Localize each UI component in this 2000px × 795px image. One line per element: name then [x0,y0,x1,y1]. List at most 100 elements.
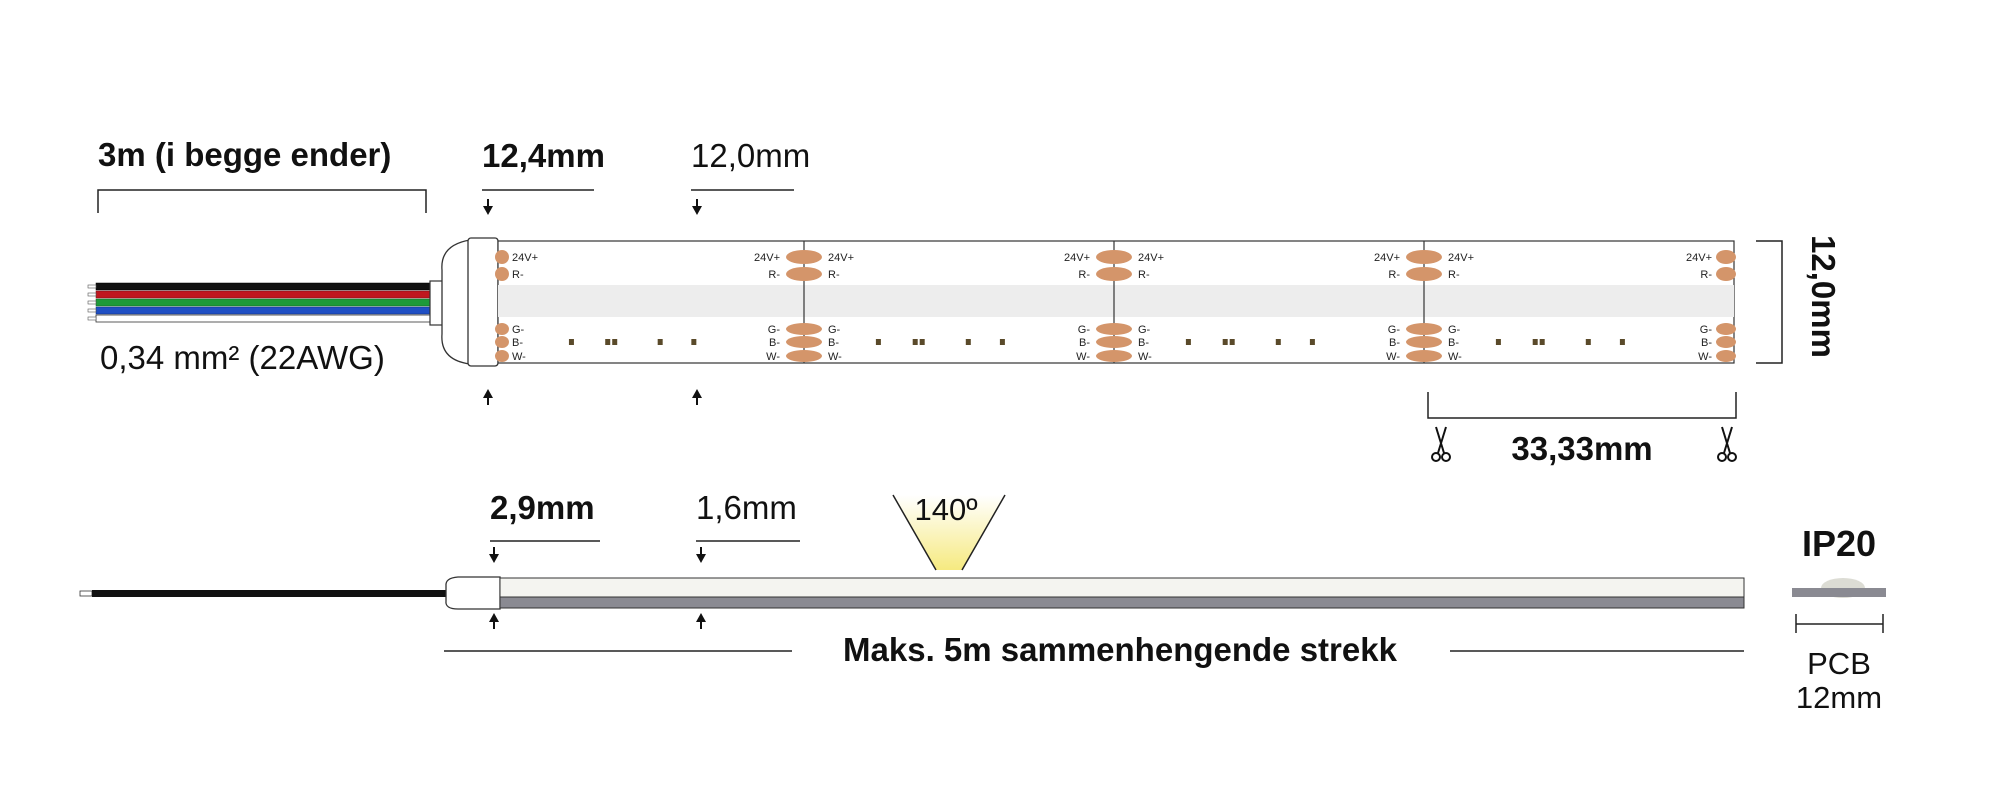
copper-pad [1096,250,1132,264]
copper-pad [1406,323,1442,335]
pad-label: W- [766,351,780,363]
led-chip [691,339,697,345]
copper-pad [1716,336,1736,348]
pcb-width-label: 12mm [1796,680,1882,715]
led-chip [1539,339,1545,345]
arrow-up-icon [691,388,703,406]
pad-label: R- [1078,269,1090,281]
pad-label: B- [512,337,523,349]
pad-label: G- [1388,324,1401,336]
cable-length-bracket [97,189,427,213]
pad-label: W- [1076,351,1090,363]
copper-pad [786,267,822,281]
pad-label: G- [1138,324,1151,336]
pad-label: 24V+ [1064,252,1090,264]
pad-label: W- [1386,351,1400,363]
led-chip [1619,339,1625,345]
arrow-up-icon [488,612,500,630]
arrow-down-icon [488,546,500,564]
ip-rating-label: IP20 [1802,523,1876,564]
pad-label: 24V+ [1374,252,1400,264]
copper-pad [1716,350,1736,362]
pad-label: G- [1448,324,1461,336]
copper-pad [1406,350,1442,362]
copper-pad [1406,250,1442,264]
pad-label: B- [1138,337,1149,349]
cable-length-label: 3m (i begge ender) [98,136,391,173]
arrow-down-icon [695,546,707,564]
copper-pad [495,267,509,281]
copper-pad [1716,267,1736,281]
copper-pad [786,323,822,335]
pad-label: 24V+ [754,252,780,264]
pad-label: B- [1389,337,1400,349]
led-chip [1229,339,1235,345]
pad-label: G- [828,324,841,336]
led-chip [568,339,574,345]
cut-length-bracket [1427,392,1737,419]
pad-label: W- [828,351,842,363]
pad-label: 24V+ [512,252,538,264]
pcb-label: PCB [1807,646,1871,681]
led-chip [605,339,611,345]
copper-pad [1716,250,1736,264]
led-chip [1275,339,1281,345]
copper-pad [495,323,509,335]
pad-label: W- [1448,351,1462,363]
pad-label: B- [1079,337,1090,349]
copper-pad [495,336,509,348]
arrow-down-icon [691,198,703,216]
led-chip [1532,339,1538,345]
led-chip [875,339,881,345]
pad-label: R- [1138,269,1150,281]
copper-pad [786,350,822,362]
max-run-label: Maks. 5m sammenhengende strekk [843,631,1398,668]
copper-pad [1096,323,1132,335]
endcap-width-label: 12,4mm [482,137,605,174]
pad-label: W- [1698,351,1712,363]
led-chip [612,339,618,345]
endcap-height-label: 2,9mm [490,489,595,526]
pad-label: R- [512,269,524,281]
led-chip [1309,339,1315,345]
strip-height-bracket [1756,240,1783,364]
led-chip [1585,339,1591,345]
copper-pad [786,336,822,348]
copper-pad [1096,267,1132,281]
pad-label: B- [1701,337,1712,349]
pad-label: 24V+ [1686,252,1712,264]
pad-label: 24V+ [1138,252,1164,264]
pad-label: G- [512,324,525,336]
strip-thickness-label: 1,6mm [696,489,797,526]
strip-height-label: 12,0mm [1805,235,1842,358]
led-chip [657,339,663,345]
pad-label: W- [512,351,526,363]
cut-length-label: 33,33mm [1511,430,1652,467]
copper-pad [495,350,509,362]
pad-label: 24V+ [1448,252,1474,264]
led-chip [999,339,1005,345]
pad-label: G- [1700,324,1713,336]
beam-cone [893,495,1005,570]
copper-pad [495,250,509,264]
beam-angle-label: 140º [914,492,977,527]
led-chip [1222,339,1228,345]
strip-band [498,285,1734,317]
strip-segments: 24V+R-G-B-W-24V+R-G-B-W-24V+R-G-B-W-24V+… [495,241,1736,363]
led-chip [965,339,971,345]
copper-pad [1406,336,1442,348]
pcb-width-bracket [1795,614,1884,633]
end-cap-top [429,237,499,367]
pad-label: R- [1700,269,1712,281]
scissors-icon [1717,426,1737,462]
led-chip [1495,339,1501,345]
wire-bundle [87,282,433,323]
pad-label: R- [1388,269,1400,281]
pad-label: 24V+ [828,252,854,264]
pad-label: G- [768,324,781,336]
strip-side-profile [79,576,1745,610]
scissors-icon [1431,426,1451,462]
led-chip [912,339,918,345]
pad-label: B- [828,337,839,349]
pcb-cross-section [1792,578,1886,598]
